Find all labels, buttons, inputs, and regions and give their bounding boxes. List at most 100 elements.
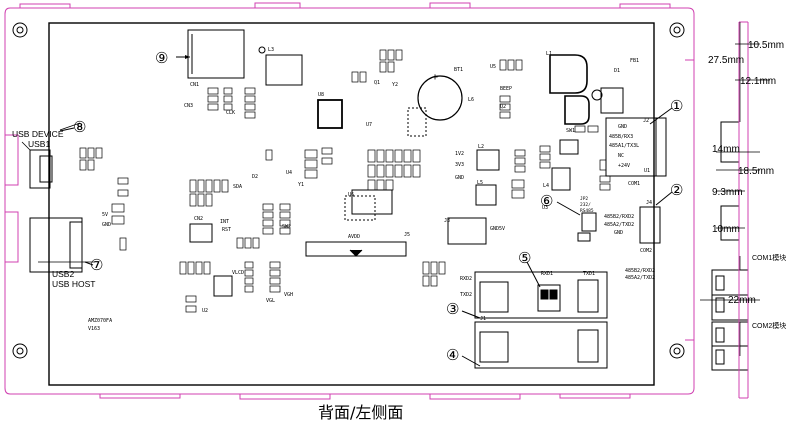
svg-text:J5: J5 bbox=[404, 232, 410, 238]
svg-text:J2: J2 bbox=[643, 118, 649, 124]
svg-text:U4: U4 bbox=[286, 170, 292, 176]
svg-text:U6: U6 bbox=[348, 192, 354, 198]
svg-text:NC: NC bbox=[618, 153, 624, 159]
dim-9-3mm: 9.3mm bbox=[712, 187, 743, 198]
svg-text:CLK: CLK bbox=[226, 110, 235, 116]
svg-text:Y2: Y2 bbox=[392, 82, 398, 88]
mounting-hole bbox=[669, 22, 685, 38]
svg-text:J3: J3 bbox=[444, 218, 450, 224]
com1-module-label: COM1模块 bbox=[752, 253, 786, 262]
usb-device-label: USB DEVICE bbox=[12, 129, 64, 139]
svg-text:+24V: +24V bbox=[618, 163, 630, 169]
svg-text:INT: INT bbox=[220, 219, 229, 225]
com2-module-footprint bbox=[474, 321, 608, 369]
dimension-lines bbox=[700, 22, 770, 356]
svg-text:485B2/RXD2: 485B2/RXD2 bbox=[604, 214, 634, 220]
battery-label: BT1 bbox=[454, 67, 463, 73]
j4-terminal-block bbox=[639, 206, 661, 244]
svg-text:JP2: JP2 bbox=[580, 196, 588, 202]
mounting-hole bbox=[12, 22, 28, 38]
board-version: V163 bbox=[88, 326, 100, 332]
board-model: AMZ070FA bbox=[88, 318, 112, 324]
cn1-connector bbox=[187, 29, 245, 79]
jp-jumper bbox=[577, 212, 597, 242]
callout-6: ⑥ bbox=[540, 193, 553, 210]
svg-text:GND: GND bbox=[614, 230, 623, 236]
mounting-hole bbox=[669, 343, 685, 359]
chip-u3 bbox=[265, 54, 303, 86]
svg-text:D1: D1 bbox=[614, 68, 620, 74]
svg-text:232/: 232/ bbox=[580, 202, 591, 208]
svg-text:SW2: SW2 bbox=[282, 224, 291, 230]
com1-module-footprint bbox=[474, 271, 608, 319]
svg-text:L4: L4 bbox=[543, 183, 549, 189]
callout-markers: ⑨ ① ② ⑥ ⑤ ③ ④ ⑦ ⑧ bbox=[59, 50, 683, 367]
svg-text:485A2/TXD2: 485A2/TXD2 bbox=[604, 222, 634, 228]
svg-text:485A1/TX3L: 485A1/TX3L bbox=[609, 143, 639, 149]
svg-text:J1: J1 bbox=[480, 316, 486, 322]
svg-text:U5: U5 bbox=[490, 64, 496, 70]
svg-text:L2: L2 bbox=[478, 144, 484, 150]
dim-12-1mm: 12.1mm bbox=[740, 76, 776, 87]
svg-text:L1: L1 bbox=[546, 51, 552, 57]
dim-10mm: 10mm bbox=[712, 224, 740, 235]
u1-terminal-block bbox=[605, 117, 667, 177]
j4-silk-text: 485B2/RXD2 485A2/TXD2 GND bbox=[604, 214, 634, 236]
dim-27-5mm: 27.5mm bbox=[708, 55, 744, 66]
dim-14mm: 14mm bbox=[712, 144, 740, 155]
passive-components bbox=[79, 49, 611, 313]
battery-bt1 bbox=[417, 75, 463, 121]
side-view-dims: 27.5mm 10.5mm 12.1mm 14mm 18.5mm 9.3mm 1… bbox=[708, 40, 784, 306]
callout-9: ⑨ bbox=[155, 50, 168, 67]
svg-text:GND: GND bbox=[455, 175, 464, 181]
svg-text:U1: U1 bbox=[644, 168, 650, 174]
callout-8: ⑧ bbox=[73, 119, 86, 136]
svg-text:COM1: COM1 bbox=[628, 181, 640, 187]
mounting-holes bbox=[12, 22, 685, 359]
side-view bbox=[711, 121, 749, 371]
svg-text:Q2: Q2 bbox=[500, 104, 506, 110]
view-caption: 背面/左侧面 bbox=[318, 403, 403, 422]
callout-2: ② bbox=[670, 182, 683, 199]
svg-text:Y1: Y1 bbox=[298, 182, 304, 188]
svg-text:L3: L3 bbox=[268, 47, 274, 53]
usb-device-connector bbox=[29, 149, 53, 189]
usb2-label: USB2 bbox=[52, 269, 74, 279]
rxd2-label: RXD2 bbox=[460, 276, 472, 282]
jp-silk-text: JP2 232/ RS485 bbox=[580, 196, 594, 214]
svg-text:D2: D2 bbox=[252, 174, 258, 180]
usb-host-label: USB HOST bbox=[52, 279, 95, 289]
svg-text:1V2: 1V2 bbox=[455, 151, 464, 157]
callout-1: ① bbox=[670, 98, 683, 115]
svg-text:485B2/RXD2: 485B2/RXD2 bbox=[625, 268, 655, 274]
silkscreen-labels: L3 CN3 U5 BEEP U8 L1 L6 Y2 Q1 FB1 D1 SW1… bbox=[102, 47, 639, 322]
svg-text:5V: 5V bbox=[102, 212, 108, 218]
svg-text:U2: U2 bbox=[202, 308, 208, 314]
svg-text:BEEP: BEEP bbox=[500, 86, 512, 92]
svg-text:L5: L5 bbox=[477, 180, 483, 186]
svg-text:485A2/TXD2: 485A2/TXD2 bbox=[625, 275, 655, 281]
svg-text:GND: GND bbox=[102, 222, 111, 228]
svg-text:VGL: VGL bbox=[266, 298, 275, 304]
sd-card-slot bbox=[305, 241, 407, 257]
svg-text:SDA: SDA bbox=[233, 184, 242, 190]
svg-text:+: + bbox=[432, 72, 438, 83]
svg-text:L6: L6 bbox=[468, 97, 474, 103]
dim-18-5mm: 18.5mm bbox=[738, 166, 774, 177]
j2-silk-text: GND 485B/RX3 485A1/TX3L NC +24V J2 U1 CO… bbox=[609, 118, 650, 187]
svg-text:U3: U3 bbox=[542, 205, 548, 211]
power-inductors bbox=[549, 54, 624, 125]
side-view-magenta bbox=[738, 21, 749, 399]
svg-text:VLCD: VLCD bbox=[232, 270, 244, 276]
mounting-hole bbox=[12, 343, 28, 359]
com2-silk-text: 485B2/RXD2 485A2/TXD2 bbox=[625, 268, 655, 281]
soic-chips bbox=[344, 107, 427, 221]
svg-text:U7: U7 bbox=[366, 122, 372, 128]
avdd-label: AVDD bbox=[348, 234, 360, 240]
svg-text:SW1: SW1 bbox=[566, 128, 575, 134]
com2-label: COM2 bbox=[640, 248, 652, 254]
svg-text:3V3: 3V3 bbox=[455, 162, 464, 168]
usb1-label: USB1 bbox=[28, 139, 50, 149]
svg-text:U8: U8 bbox=[318, 92, 324, 98]
enclosure-outline bbox=[4, 2, 695, 400]
